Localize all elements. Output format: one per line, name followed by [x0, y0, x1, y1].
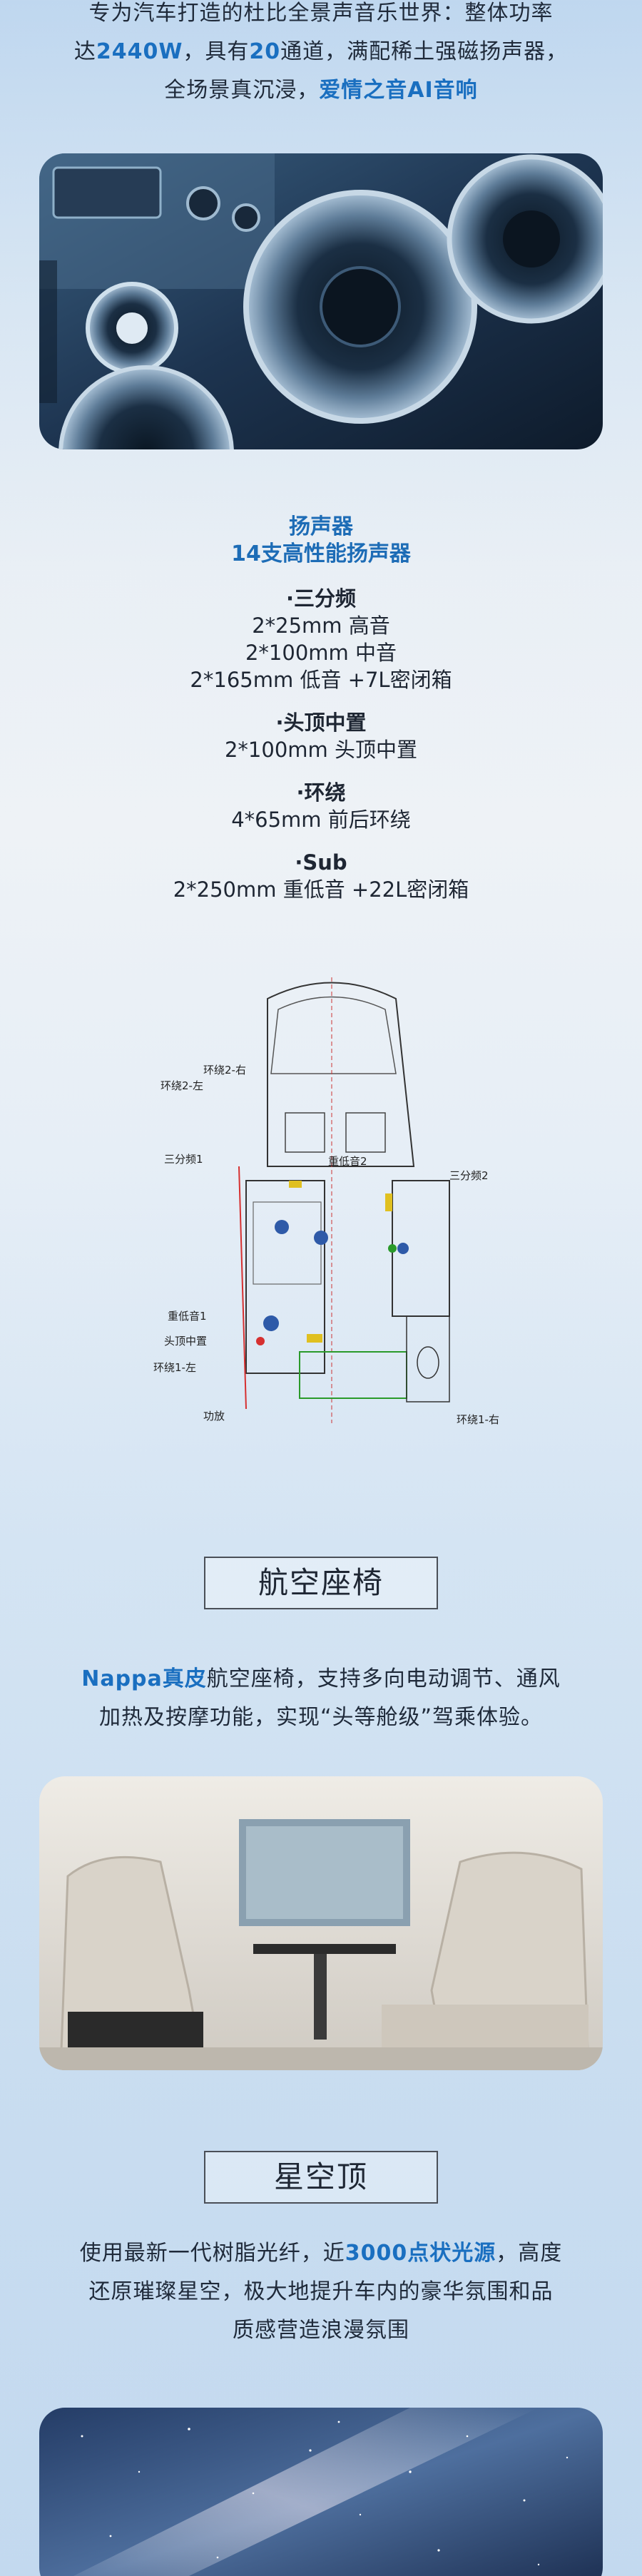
sky-line-2: 还原璀璨星空，极大地提升车内的豪华氛围和品	[88, 2279, 554, 2304]
label-tri2: 三分频2	[449, 1169, 489, 1182]
label-sub1: 重低音1	[168, 1310, 207, 1323]
label-surround1-right: 环绕1-右	[457, 1413, 499, 1426]
channels-highlight: 20	[249, 39, 281, 64]
intro-line-1: 专为汽车打造的杜比全景声音乐世界：整体功率	[88, 1, 554, 26]
label-surround2-left: 环绕2-左	[160, 1079, 203, 1092]
speaker-title: 扬声器	[289, 514, 353, 539]
intro-line-3: 全场景真沉浸，爱情之音AI音响	[164, 78, 478, 103]
speaker-subtitle: 14支高性能扬声器	[231, 541, 411, 566]
seat-heading: 航空座椅	[204, 1557, 438, 1609]
brand-highlight: 爱情之音AI音响	[319, 78, 478, 103]
seat-paragraph: Nappa真皮航空座椅，支持多向电动调节、通风 加热及按摩功能，实现“头等舱级”…	[0, 1660, 642, 1737]
spec-group-tri: ·三分频 2*25mm 高音 2*100mm 中音 2*165mm 低音 +7L…	[190, 586, 452, 692]
light-source-highlight: 3000点状光源	[345, 2241, 496, 2266]
label-tri1: 三分频1	[164, 1153, 203, 1166]
sky-paragraph: 使用最新一代树脂光纤，近3000点状光源，高度 还原璀璨星空，极大地提升车内的豪…	[0, 2234, 642, 2350]
sky-heading: 星空顶	[204, 2151, 438, 2204]
intro-paragraph: 专为汽车打造的杜比全景声音乐世界：整体功率 达2440W，具有20通道，满配稀土…	[0, 0, 642, 110]
power-highlight: 2440W	[96, 39, 183, 64]
speaker-specs: 扬声器 14支高性能扬声器 ·三分频 2*25mm 高音 2*100mm 中音 …	[0, 514, 642, 903]
label-sub2: 重低音2	[328, 1155, 367, 1168]
seat-line-1: Nappa真皮航空座椅，支持多向电动调节、通风	[81, 1666, 561, 1691]
label-surround1-left: 环绕1-左	[153, 1361, 196, 1374]
seat-photo	[39, 1776, 603, 2070]
nappa-highlight: Nappa真皮	[81, 1666, 207, 1691]
label-surround2-right: 环绕2-右	[203, 1064, 246, 1076]
speaker-photo	[39, 153, 603, 449]
speaker-layout-diagram: 环绕2-右 环绕2-左 三分频1 重低音2 三分频2 重低音1 头顶中置 环绕1…	[146, 967, 517, 1437]
spec-group-sub: ·Sub 2*250mm 重低音 +22L密闭箱	[173, 850, 469, 902]
spec-group-overhead: ·头顶中置 2*100mm 头顶中置	[224, 711, 418, 762]
intro-line-2: 达2440W，具有20通道，满配稀土强磁扬声器，	[73, 39, 569, 64]
seat-line-2: 加热及按摩功能，实现“头等舱级”驾乘体验。	[98, 1705, 544, 1730]
sky-line-1: 使用最新一代树脂光纤，近3000点状光源，高度	[79, 2241, 563, 2266]
label-overhead: 头顶中置	[164, 1335, 207, 1348]
sky-line-3: 质感营造浪漫氛围	[233, 2318, 409, 2343]
spec-group-surround: ·环绕 4*65mm 前后环绕	[231, 780, 411, 832]
label-amp: 功放	[203, 1410, 225, 1422]
starry-sky-photo	[39, 2408, 603, 2576]
